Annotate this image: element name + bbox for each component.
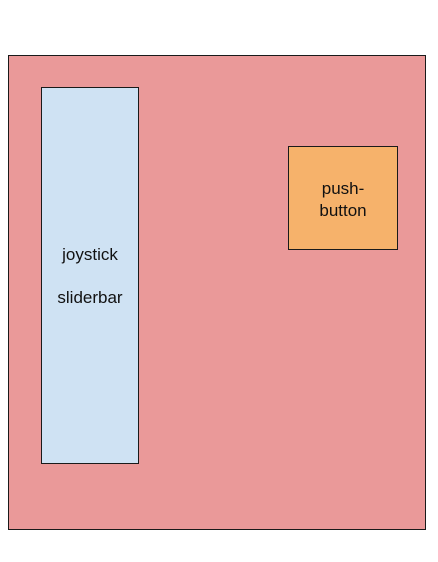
joystick-sliderbar[interactable]: joystick sliderbar [41, 87, 139, 464]
pushbutton-label-line2: button [319, 201, 367, 220]
push-button[interactable]: push- button [288, 146, 398, 250]
pushbutton-label-line1: push- [321, 179, 365, 198]
sliderbar-label-line1: joystick [62, 245, 118, 264]
sliderbar-label-line2: sliderbar [57, 288, 123, 307]
